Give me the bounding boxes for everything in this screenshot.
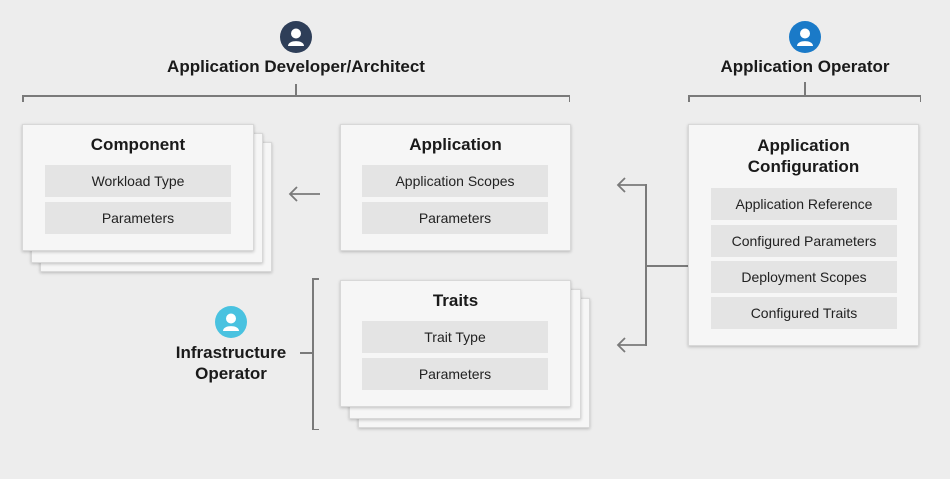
app-config-field-traits: Configured Traits <box>711 297 897 329</box>
app-config-title: Application Configuration <box>747 136 860 176</box>
arrow-left-icon <box>286 186 322 202</box>
application-card: Application Application Scopes Parameter… <box>340 124 571 251</box>
operator-avatar-icon <box>789 21 821 53</box>
config-connector <box>646 265 688 267</box>
traits-card: Traits Trait Type Parameters <box>340 280 571 407</box>
component-field-workload-type: Workload Type <box>45 165 231 197</box>
traits-title: Traits <box>432 291 479 310</box>
app-config-card: Application Configuration Application Re… <box>688 124 919 346</box>
developer-role-label: Application Developer/Architect <box>167 57 425 76</box>
app-config-field-scopes: Deployment Scopes <box>711 261 897 293</box>
application-title: Application <box>409 135 502 154</box>
app-config-field-parameters: Configured Parameters <box>711 225 897 257</box>
application-field-parameters: Parameters <box>362 202 548 234</box>
arrow-left-icon <box>614 177 648 193</box>
developer-bracket <box>22 95 570 97</box>
developer-avatar-icon <box>280 21 312 53</box>
app-config-field-reference: Application Reference <box>711 188 897 220</box>
component-card: Component Workload Type Parameters <box>22 124 254 251</box>
infrastructure-bracket <box>312 278 314 430</box>
arrow-left-icon <box>614 337 648 353</box>
infrastructure-avatar-icon <box>215 306 247 338</box>
infrastructure-role-label: Infrastructure Operator <box>175 343 287 383</box>
traits-field-parameters: Parameters <box>362 358 548 390</box>
application-field-scopes: Application Scopes <box>362 165 548 197</box>
operator-role-label: Application Operator <box>720 57 890 76</box>
operator-bracket <box>688 95 921 97</box>
component-field-parameters: Parameters <box>45 202 231 234</box>
component-title: Component <box>90 135 186 154</box>
traits-field-trait-type: Trait Type <box>362 321 548 353</box>
